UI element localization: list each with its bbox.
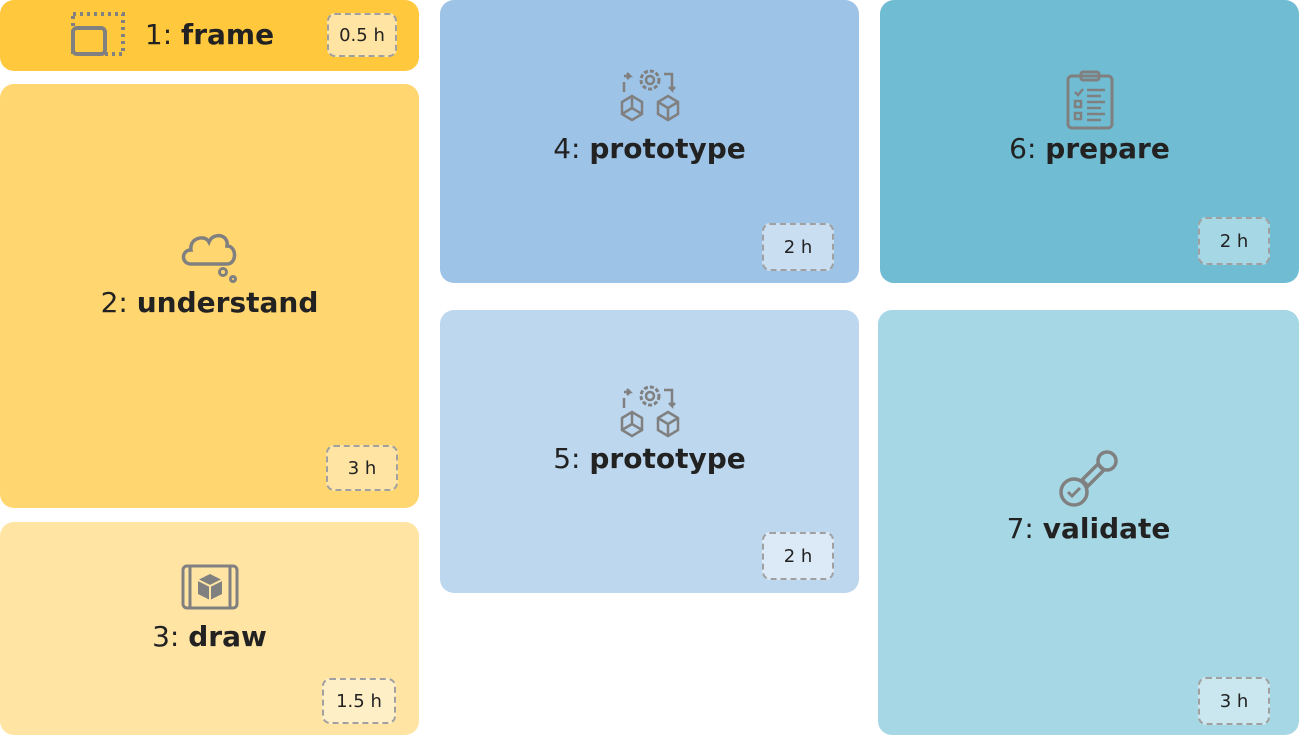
duration-badge: 2 h [762,223,834,271]
clipboard-checklist-icon [1065,70,1115,130]
step-title: 5: prototype [553,442,746,475]
thought-cloud-icon [179,228,241,284]
duration-badge: 3 h [1198,677,1270,725]
step-card-validate: 7: validate 3 h [878,310,1299,735]
step-card-prototype-1: 4: prototype 2 h [440,0,859,283]
blueprint-cube-icon [180,562,240,612]
duration-badge: 0.5 h [327,13,397,57]
step-title: 4: prototype [553,132,746,165]
step-card-frame: 1: frame 0.5 h [0,0,419,71]
step-title: 6: prepare [1009,132,1170,165]
duration-badge: 2 h [1198,217,1270,265]
frame-icon [70,11,126,57]
step-card-prototype-2: 5: prototype 2 h [440,310,859,593]
duration-badge: 2 h [762,532,834,580]
step-title: 1: frame [144,18,275,51]
step-card-draw: 3: draw 1.5 h [0,522,419,735]
step-title: 2: understand [100,286,319,319]
step-card-prepare: 6: prepare 2 h [880,0,1299,283]
step-card-understand: 2: understand 3 h [0,84,419,508]
prototype-gear-cube-icon [618,66,682,124]
duration-badge: 1.5 h [322,678,396,724]
step-title: 7: validate [1006,512,1171,545]
stamp-icon [1058,448,1120,508]
duration-badge: 3 h [326,445,398,491]
step-title: 3: draw [152,620,267,653]
prototype-gear-cube-icon [618,382,682,440]
